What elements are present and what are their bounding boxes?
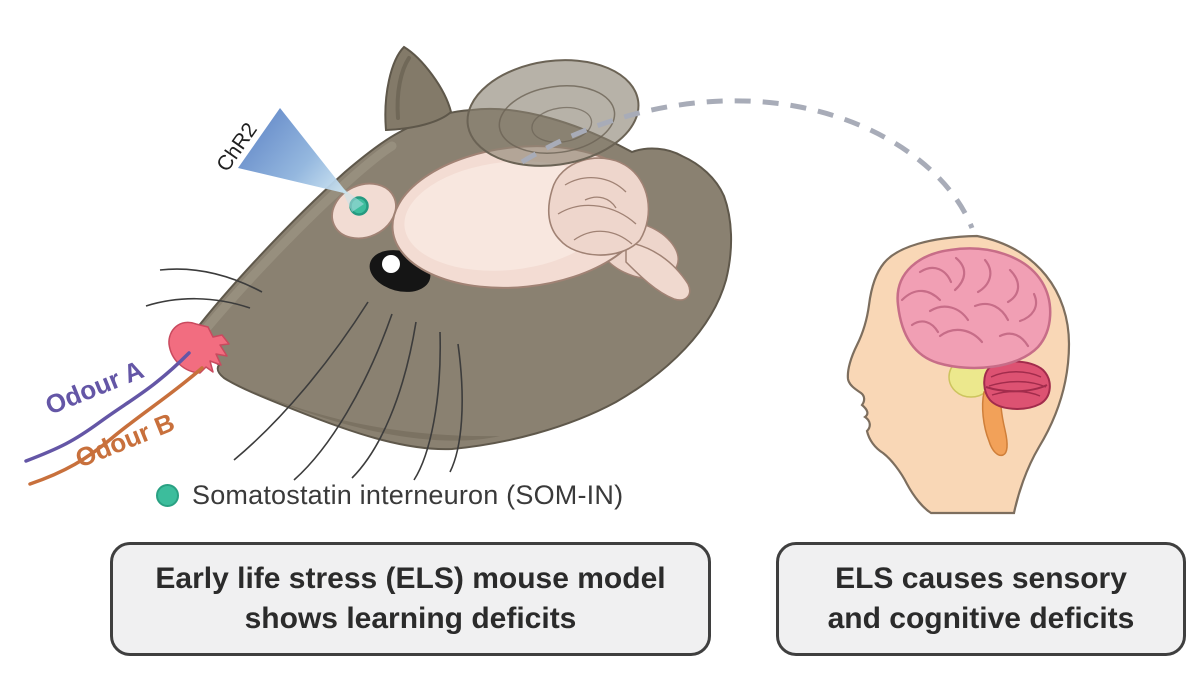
mouse-to-human-connector — [520, 98, 975, 229]
odour-b-wave — [28, 366, 204, 486]
human-cerebellum — [983, 360, 1051, 410]
mouse-snout-highlight — [200, 141, 397, 335]
caption-mouse-line2: shows learning deficits — [244, 602, 577, 635]
mouse-brain — [331, 145, 691, 301]
mouse-jaw-shading — [224, 378, 500, 441]
mouse-ear-front-inner-shade — [395, 56, 411, 120]
mouse-ear-front — [384, 45, 453, 132]
odour-a-label: Odour A — [41, 354, 148, 420]
mouse-nose — [168, 321, 230, 374]
mouse-whiskers — [145, 268, 463, 481]
som-in-legend: Somatostatin interneuron (SOM-IN) — [156, 480, 623, 511]
som-in-legend-dot-icon — [156, 484, 179, 507]
human-brain — [896, 247, 1052, 370]
human-head — [846, 234, 1071, 515]
caption-mouse-line1: Early life stress (ELS) mouse model — [155, 562, 666, 596]
odour-a-wave — [24, 351, 191, 463]
som-in-legend-label: Somatostatin interneuron (SOM-IN) — [192, 480, 624, 510]
mouse-ear-back — [466, 59, 640, 167]
caption-box-mouse-model: Early life stress (ELS) mouse model show… — [110, 542, 711, 656]
caption-box-els-deficits: ELS causes sensory and cognitive deficit… — [776, 542, 1186, 656]
caption-human-line2: and cognitive deficits — [827, 602, 1135, 635]
human-brain-gyri — [900, 256, 1038, 348]
chr2-beam-glow — [340, 186, 364, 212]
mouse-brainstem — [625, 241, 691, 301]
mouse-eye-highlight — [382, 255, 400, 273]
caption-human-line1: ELS causes sensory — [835, 562, 1127, 596]
mouse-cerebellum-folia — [557, 177, 637, 245]
odour-b-label: Odour B — [71, 407, 179, 474]
chr2-light-cone — [238, 108, 364, 212]
human-cerebellum-folia — [985, 371, 1048, 397]
